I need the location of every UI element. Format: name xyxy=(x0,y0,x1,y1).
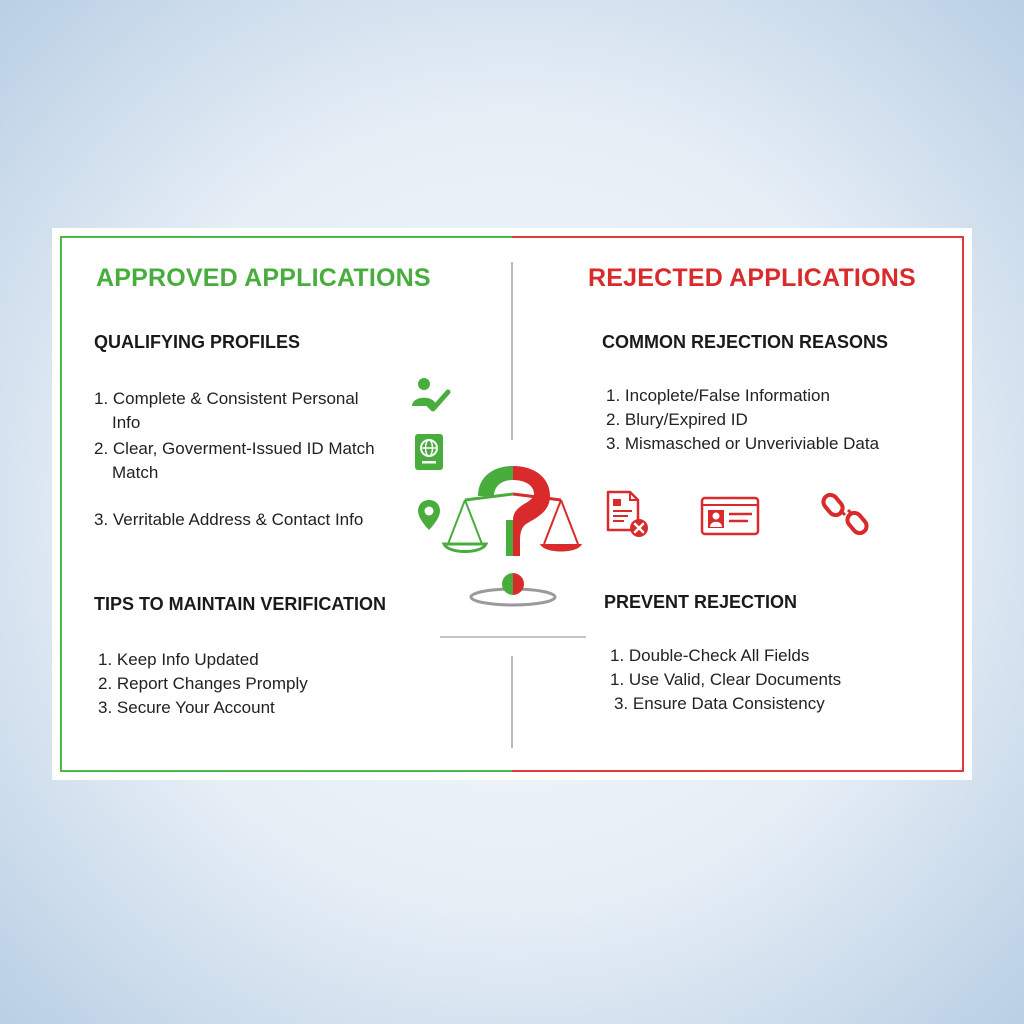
qualifying-heading: QUALIFYING PROFILES xyxy=(94,332,301,352)
broken-link-icon xyxy=(821,492,869,536)
qualifying-item-2-line2: Match xyxy=(112,463,159,482)
tips-item: 2. Report Changes Promply xyxy=(98,674,308,693)
prevent-item: 3. Ensure Data Consistency xyxy=(614,694,825,713)
prevent-item: 1. Double-Check All Fields xyxy=(610,646,810,665)
prevent-item: 1. Use Valid, Clear Documents xyxy=(610,670,842,689)
qualifying-item-1-line2: Info xyxy=(112,413,141,432)
qualifying-item-2-line1: 2. Clear, Goverment-Issued ID Match xyxy=(94,439,375,458)
person-check-icon xyxy=(412,378,451,412)
divider-horizontal xyxy=(440,636,586,638)
divider-top xyxy=(511,262,513,440)
tips-item: 3. Secure Your Account xyxy=(98,698,275,717)
passport-icon xyxy=(415,434,443,470)
prevent-heading: PREVENT REJECTION xyxy=(604,592,798,612)
approved-frame xyxy=(60,236,512,772)
rejected-title: REJECTED APPLICATIONS xyxy=(588,264,916,292)
rejected-frame xyxy=(512,236,964,772)
qualifying-item-2: 2. Clear, Goverment-Issued ID Match Matc… xyxy=(94,437,375,485)
approved-title: APPROVED APPLICATIONS xyxy=(96,264,431,292)
scale-question-icon xyxy=(441,466,582,607)
reasons-item: 3. Mismasched or Unveriviable Data xyxy=(606,434,880,453)
id-card-icon xyxy=(700,496,760,536)
qualifying-item-3: 3. Verritable Address & Contact Info xyxy=(94,508,363,532)
divider-bottom xyxy=(511,656,513,748)
reasons-item: 2. Blury/Expired ID xyxy=(606,410,748,429)
qualifying-item-1-line1: 1. Complete & Consistent Personal xyxy=(94,389,359,408)
location-pin-icon xyxy=(418,500,440,530)
qualifying-item-3-line1: 3. Verritable Address & Contact Info xyxy=(94,510,364,529)
reasons-heading: COMMON REJECTION REASONS xyxy=(602,332,889,352)
prevent-list: 1. Double-Check All Fields 1. Use Valid,… xyxy=(610,644,841,716)
reasons-list: 1. Incoplete/False Information 2. Blury/… xyxy=(606,384,879,456)
tips-item: 1. Keep Info Updated xyxy=(98,650,259,669)
rejected-document-icon xyxy=(606,490,648,537)
qualifying-item-1: 1. Complete & Consistent Personal Info xyxy=(94,387,359,435)
tips-heading: TIPS TO MAINTAIN VERIFICATION xyxy=(94,594,386,614)
reasons-item: 1. Incoplete/False Information xyxy=(606,386,830,405)
tips-list: 1. Keep Info Updated 2. Report Changes P… xyxy=(98,648,308,720)
